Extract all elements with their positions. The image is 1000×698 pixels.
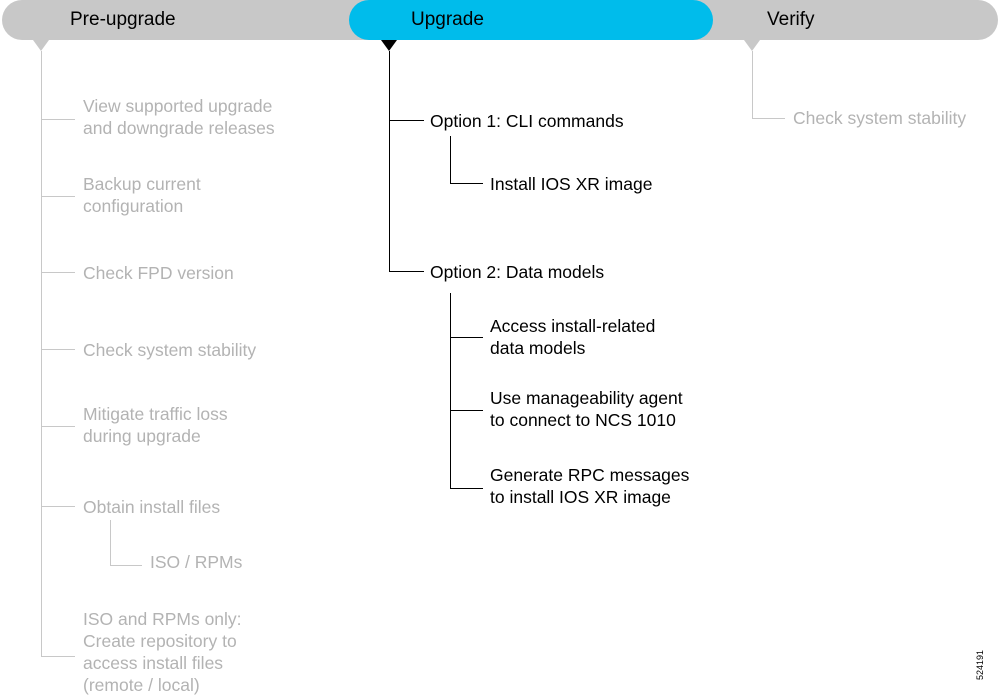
- sub-branch-line: [110, 520, 111, 565]
- upgrade-option-2: Option 2: Data models: [430, 262, 605, 282]
- pre-step-iso-rpms: ISO / RPMs: [150, 552, 243, 572]
- connector: [41, 196, 75, 197]
- upgrade-step-install-image: Install IOS XR image: [490, 174, 653, 194]
- option2-branch-line: [450, 293, 451, 488]
- pre-step-obtain-files: Obtain install files: [83, 497, 221, 517]
- connector: [450, 183, 483, 184]
- connector: [450, 410, 483, 411]
- connector: [41, 119, 75, 120]
- verify-pointer-icon: [744, 40, 760, 51]
- upgrade-pointer-icon: [381, 40, 397, 51]
- connector: [389, 271, 424, 272]
- figure-id: 524191: [975, 649, 985, 680]
- connector: [41, 656, 75, 657]
- upgrade-trunk: [389, 51, 390, 271]
- connector: [41, 426, 75, 427]
- verify-trunk: [752, 51, 753, 118]
- connector: [41, 506, 75, 507]
- pre-step-check-fpd: Check FPD version: [83, 263, 234, 283]
- connector: [110, 565, 142, 566]
- phase-upgrade[interactable]: Upgrade: [411, 9, 484, 30]
- connector: [41, 272, 75, 273]
- upgrade-option-1: Option 1: CLI commands: [430, 111, 624, 131]
- pre-upgrade-trunk: [41, 51, 42, 656]
- connector: [450, 488, 483, 489]
- pre-step-check-stability: Check system stability: [83, 340, 257, 360]
- verify-step-check-stability: Check system stability: [793, 108, 967, 128]
- phase-verify[interactable]: Verify: [767, 9, 815, 30]
- option1-branch-line: [450, 136, 451, 183]
- connector: [450, 337, 483, 338]
- connector: [41, 349, 75, 350]
- pre-upgrade-pointer-icon: [33, 40, 49, 51]
- active-phase-highlight: [349, 0, 713, 40]
- connector: [752, 118, 785, 119]
- connector: [389, 120, 424, 121]
- phase-pre-upgrade[interactable]: Pre-upgrade: [70, 9, 176, 30]
